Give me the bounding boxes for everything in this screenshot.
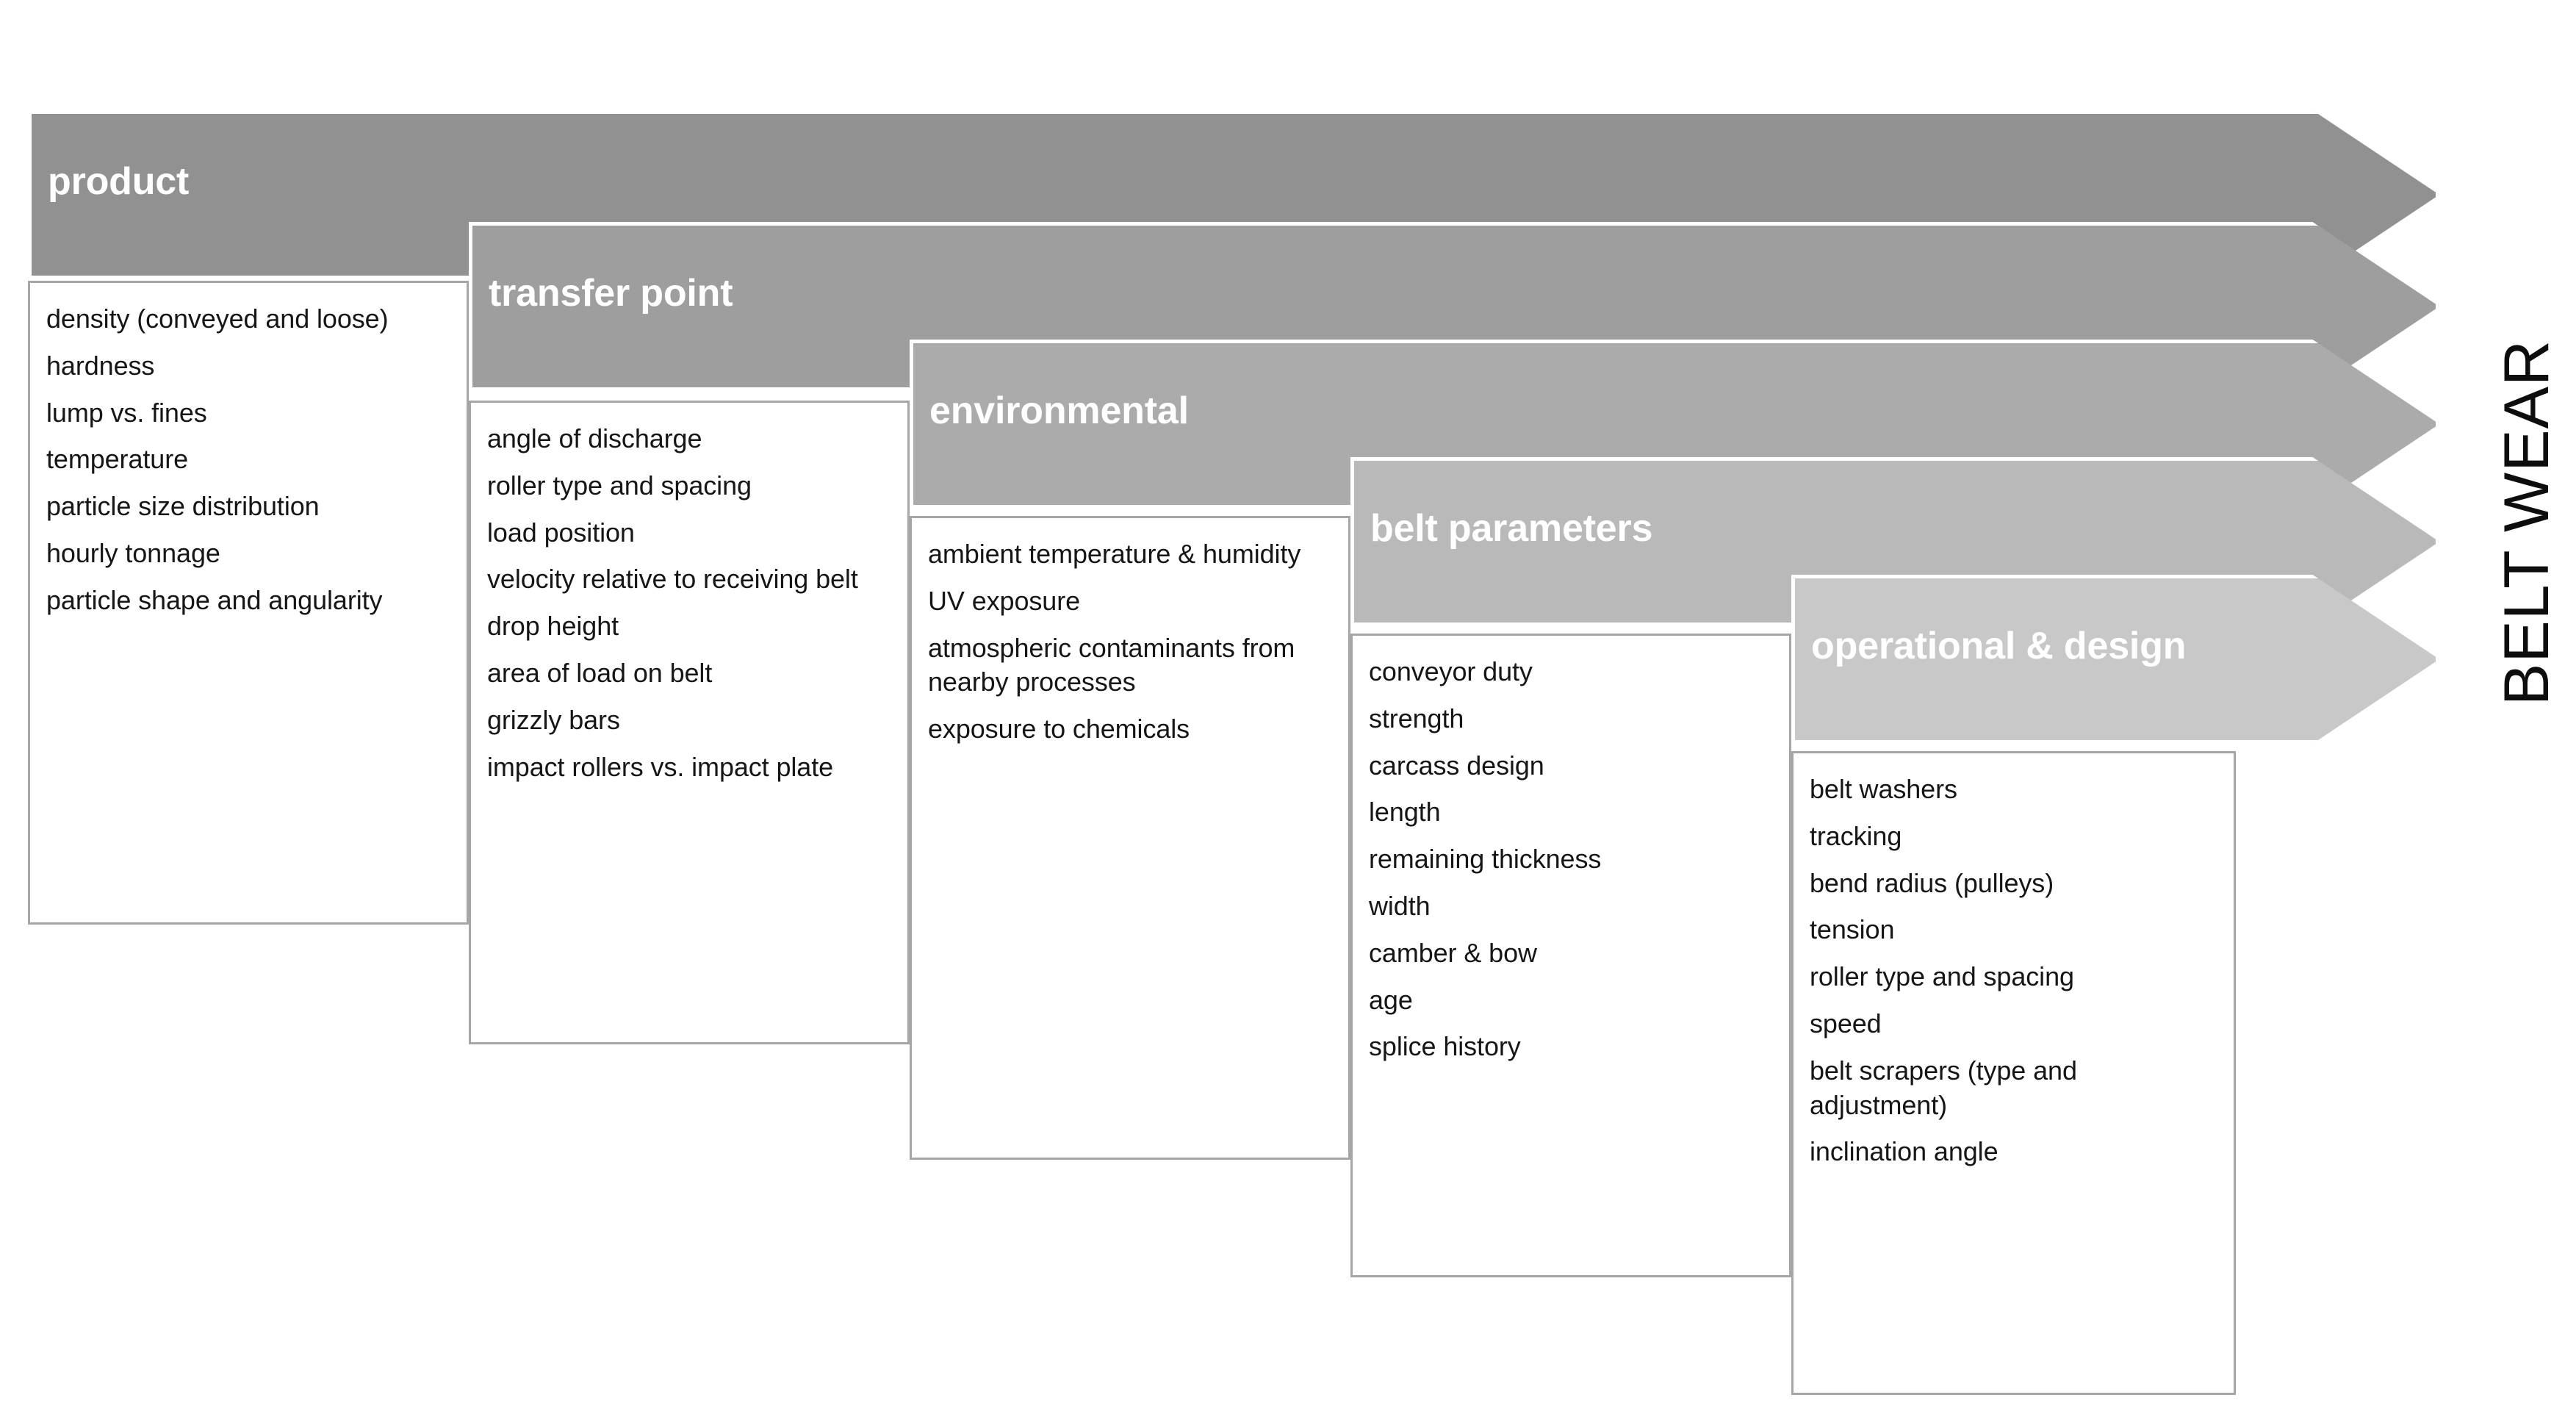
list-item: grizzly bars [487, 704, 620, 735]
list-item: conveyor duty [1369, 656, 1533, 686]
list-item: ambient temperature & humidity [928, 539, 1301, 569]
list-item: carcass design [1369, 750, 1544, 781]
list-item: particle shape and angularity [46, 584, 383, 615]
arrow-label-environmental: environmental [929, 390, 1189, 432]
list-box-environmental: ambient temperature & humidity UV exposu… [910, 516, 1350, 1160]
list-item: speed [1810, 1008, 1882, 1038]
list-item: remaining thickness [1369, 844, 1602, 875]
list-box-operational-design: belt washers tracking bend radius (pulle… [1791, 751, 2236, 1395]
list-box-belt-parameters: conveyor duty strength carcass design le… [1350, 634, 1791, 1277]
outcome-label: BELT WEAR [2492, 339, 2562, 706]
list-item: hourly tonnage [46, 537, 220, 568]
list-item: angle of discharge [487, 423, 702, 453]
list-item: drop height [487, 611, 619, 642]
arrow-band-operational-design: operational & design [1791, 575, 2439, 744]
list-item: splice history [1369, 1031, 1521, 1062]
list-item: roller type and spacing [487, 470, 752, 501]
list-item: bend radius (pulleys) [1810, 867, 2054, 898]
list-item: particle size distribution [46, 491, 320, 522]
arrow-label-operational-design: operational & design [1811, 625, 2187, 667]
list-item: area of load on belt [487, 657, 713, 688]
list-item: camber & bow [1369, 937, 1537, 968]
list-item: belt washers [1810, 774, 1957, 804]
list-item: width [1369, 890, 1431, 921]
list-box-transfer-point: angle of discharge roller type and spaci… [469, 401, 910, 1044]
list-item: impact rollers vs. impact plate [487, 751, 834, 782]
list-item: strength [1369, 703, 1464, 733]
arrow-label-product: product [48, 160, 190, 203]
list-item: belt scrapers (type and adjustment) [1810, 1055, 2077, 1120]
list-box-product: density (conveyed and loose) hardness lu… [28, 281, 469, 925]
list-item: hardness [46, 350, 155, 381]
list-item: tracking [1810, 820, 1902, 851]
list-item: inclination angle [1810, 1136, 1998, 1167]
list-item: load position [487, 517, 635, 548]
list-item: UV exposure [928, 585, 1081, 616]
list-item: roller type and spacing [1810, 961, 2074, 992]
list-item: age [1369, 984, 1413, 1015]
arrow-label-belt-parameters: belt parameters [1370, 507, 1653, 550]
list-item: temperature [46, 444, 188, 475]
list-item: atmospheric contaminants from nearby pro… [928, 632, 1295, 697]
list-item: tension [1810, 914, 1895, 945]
list-item: exposure to chemicals [928, 714, 1190, 745]
list-item: velocity relative to receiving belt [487, 564, 858, 595]
list-item: density (conveyed and loose) [46, 304, 389, 334]
list-item: length [1369, 797, 1441, 828]
arrow-label-transfer-point: transfer point [489, 272, 733, 315]
list-item: lump vs. fines [46, 397, 207, 428]
